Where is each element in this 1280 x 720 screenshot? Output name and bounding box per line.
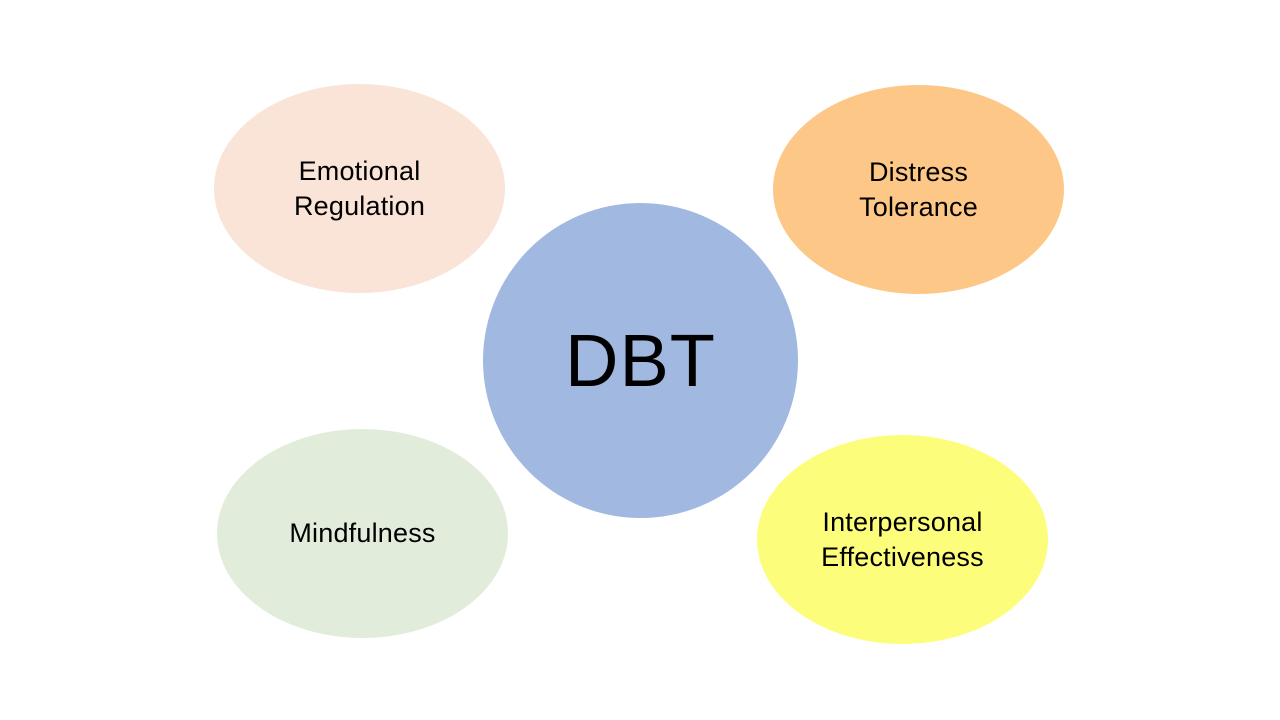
interpersonal-effectiveness-node: Interpersonal Effectiveness [757, 435, 1048, 644]
node-label-line: Distress [868, 156, 969, 187]
interpersonal-effectiveness-label: Interpersonal Effectiveness [821, 505, 984, 575]
dbt-center-node: DBT [483, 203, 798, 518]
node-label-line: Interpersonal [822, 506, 983, 537]
mindfulness-label: Mindfulness [289, 516, 435, 551]
node-label-line: Effectiveness [821, 541, 984, 572]
emotional-regulation-node: Emotional Regulation [214, 84, 505, 293]
node-label-line: Emotional [298, 155, 421, 186]
node-label-line: Regulation [293, 190, 426, 221]
node-label-line: Tolerance [859, 191, 978, 222]
node-label-line: Mindfulness [289, 518, 436, 548]
mindfulness-node: Mindfulness [217, 429, 508, 638]
dbt-center-label: DBT [565, 318, 716, 402]
distress-tolerance-node: Distress Tolerance [773, 85, 1064, 294]
distress-tolerance-label: Distress Tolerance [859, 155, 978, 225]
emotional-regulation-label: Emotional Regulation [294, 154, 425, 224]
